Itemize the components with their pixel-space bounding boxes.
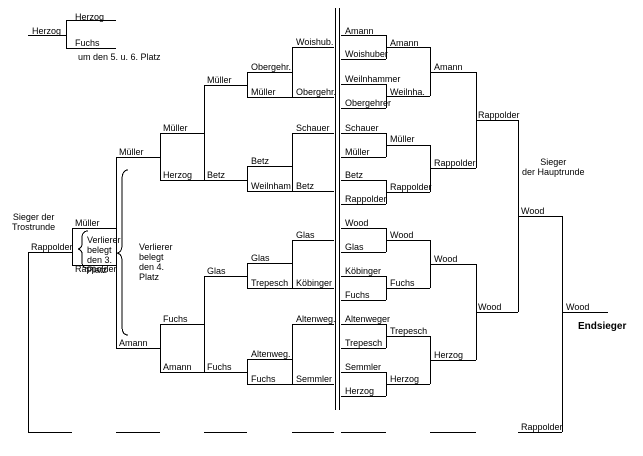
label-glas-c: Glas <box>207 266 226 276</box>
label-herzog-top: Herzog <box>75 12 105 22</box>
label-altenweg-b: Altenweg. <box>251 349 291 359</box>
label-mueller-b: Müller <box>251 87 276 97</box>
label-verlierer-4: Verlierer belegt den 4. Platz <box>139 242 173 282</box>
label-endsieger: Endsieger <box>578 321 627 332</box>
label-m-wood-a: Wood <box>521 206 545 216</box>
label-m-rappolder-e: Rappolder <box>521 422 563 432</box>
label-amann-a: Amann <box>119 338 148 348</box>
label-koebinger: Köbinger <box>296 278 333 288</box>
label-m-betz: Betz <box>345 170 364 180</box>
label-altenweg-a: Altenweg. <box>296 314 336 324</box>
label-mueller-d: Müller <box>119 147 144 157</box>
label-fuchs-a: Fuchs <box>163 314 188 324</box>
label-m-wood-b: Wood <box>345 218 369 228</box>
label-fuchs-c: Fuchs <box>251 374 276 384</box>
label-tr-rappolder: Rappolder <box>75 264 117 274</box>
label-m-amann-a: Amann <box>345 26 374 36</box>
label-weilnham: Weilnham <box>251 181 291 191</box>
label-m-fuchs-a: Fuchs <box>390 278 415 288</box>
label-m-amann-b: Amann <box>390 38 419 48</box>
brace-small <box>77 230 89 269</box>
label-m-rappolder-d: Rappolder <box>345 194 387 204</box>
brace-large <box>116 169 129 336</box>
label-m-glas: Glas <box>345 242 364 252</box>
label-m-woishuber: Woishuber <box>345 49 388 59</box>
label-m-weilnha: Weilnha. <box>390 87 425 97</box>
label-amann-b: Amann <box>163 362 192 372</box>
label-mueller-c: Müller <box>163 123 188 133</box>
label-m-wood-d: Wood <box>434 254 458 264</box>
label-betz-c: Betz <box>296 181 315 191</box>
label-herzog-feed: Herzog <box>32 26 62 36</box>
label-m-schauer: Schauer <box>345 123 379 133</box>
label-m-altenweger: Altenweger <box>345 314 391 324</box>
label-herzog: Herzog <box>163 170 193 180</box>
label-m-herzog-c: Herzog <box>345 386 375 396</box>
label-m-herzog-b: Herzog <box>390 374 420 384</box>
label-m-semmler: Semmler <box>345 362 382 372</box>
label-platz-56: um den 5. u. 6. Platz <box>78 52 161 62</box>
label-semmler: Semmler <box>296 374 333 384</box>
label-m-mueller-a: Müller <box>390 134 415 144</box>
label-m-trepesch-a: Trepesch <box>390 326 428 336</box>
label-betz-b: Betz <box>251 156 270 166</box>
label-glas-b: Glas <box>251 253 270 263</box>
label-verlierer-3: Verlierer belegt den 3. Platz <box>87 235 121 275</box>
label-woishub: Woishub. <box>296 37 334 47</box>
label-m-wood-c: Wood <box>390 230 414 240</box>
label-m-wood-e: Wood <box>478 302 502 312</box>
label-sieger-hauptrunde: Sieger der Hauptrunde <box>522 157 585 177</box>
label-m-koebinger: Köbinger <box>345 266 382 276</box>
label-m-fuchs-b: Fuchs <box>345 290 370 300</box>
label-sieger-trostrunde: Sieger der Trostrunde <box>12 212 56 232</box>
label-m-rappolder-c: Rappolder <box>390 182 432 192</box>
label-m-amann-c: Amann <box>434 62 463 72</box>
label-glas-a: Glas <box>296 230 315 240</box>
label-m-obergehrer: Obergehrer <box>345 98 392 108</box>
label-betz-a: Betz <box>207 170 226 180</box>
label-fuchs-top: Fuchs <box>75 38 100 48</box>
label-fuchs-b: Fuchs <box>207 362 232 372</box>
label-m-weilnhammer: Weilnhammer <box>345 74 401 84</box>
label-schauer: Schauer <box>296 123 330 133</box>
label-m-trepesch-b: Trepesch <box>345 338 383 348</box>
label-obergehr-b: Obergehr. <box>296 87 337 97</box>
label-m-herzog-a: Herzog <box>434 350 464 360</box>
label-m-mueller-b: Müller <box>345 147 370 157</box>
label-mueller-a: Müller <box>207 75 232 85</box>
label-tr-mueller: Müller <box>75 218 100 228</box>
label-m-rappolder-b: Rappolder <box>434 158 476 168</box>
label-m-rappolder-a: Rappolder <box>478 110 520 120</box>
label-tr-rappolder-winner: Rappolder <box>31 242 73 252</box>
label-trepesch: Trepesch <box>251 278 289 288</box>
label-m-wood-f: Wood <box>566 302 590 312</box>
label-obergehr-a: Obergehr. <box>251 62 292 72</box>
